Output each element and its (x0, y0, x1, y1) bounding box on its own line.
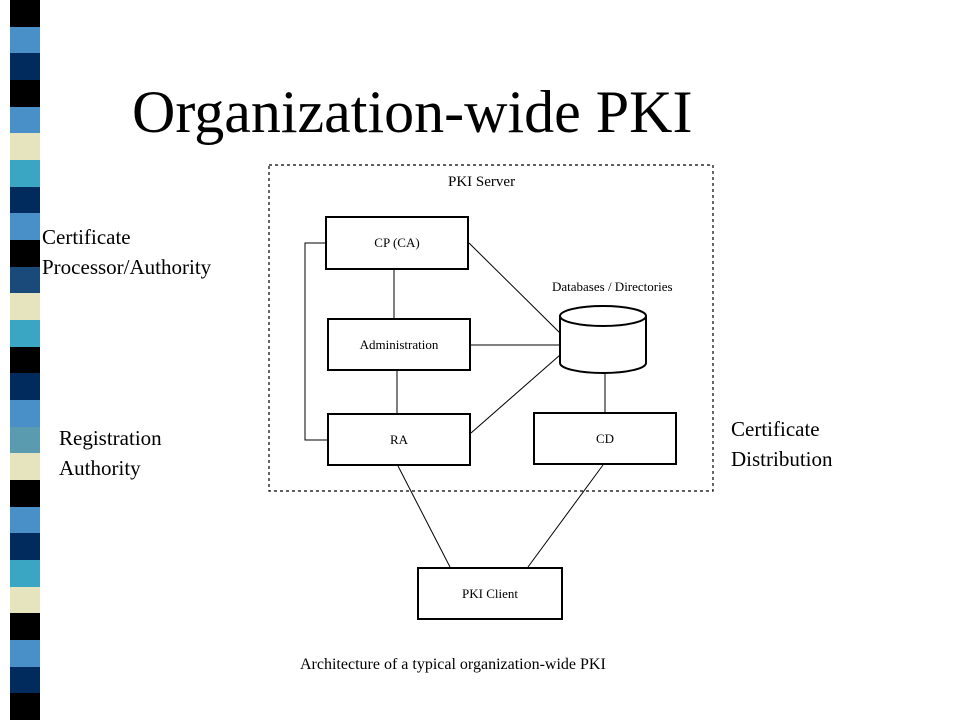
stripe-block (10, 586, 40, 614)
stripe-block (10, 613, 40, 641)
stripe-block (10, 373, 40, 401)
database-cylinder-icon (559, 305, 647, 374)
connector-cp-ra-bracket (304, 242, 327, 441)
node-cd: CD (533, 412, 677, 465)
node-pki-client-label: PKI Client (462, 585, 518, 601)
stripe-block (10, 320, 40, 348)
stripe-block (10, 106, 40, 134)
stripe-block (10, 453, 40, 481)
stripe-block (10, 133, 40, 161)
stripe-block (10, 26, 40, 54)
stripe-block (10, 426, 40, 454)
node-pki-client: PKI Client (417, 567, 563, 620)
node-ra-label: RA (389, 431, 409, 447)
connector-ra-db (470, 354, 561, 434)
stripe-block (10, 400, 40, 428)
pki-server-boundary (268, 164, 714, 492)
label-certificate-distribution-line1: Certificate (731, 417, 820, 441)
stripe-block (10, 186, 40, 214)
label-certificate-processor-line1: Certificate (42, 225, 131, 249)
stripe-block (10, 506, 40, 534)
pki-server-label: PKI Server (448, 174, 516, 190)
stripe-block (10, 640, 40, 668)
label-certificate-distribution-line2: Distribution (731, 447, 833, 471)
label-certificate-distribution: Certificate Distribution (731, 414, 833, 474)
node-administration: Administration (327, 318, 471, 371)
stripe-block (10, 560, 40, 588)
node-cp-ca-label: CP (CA) (374, 235, 420, 250)
stripe-block (10, 80, 40, 108)
node-administration-label: Administration (359, 336, 439, 352)
stripe-block (10, 160, 40, 188)
connector-ra-client (397, 465, 451, 568)
stripe-block (10, 666, 40, 694)
stripe-block (10, 693, 40, 720)
label-certificate-processor: Certificate Processor/Authority (42, 222, 211, 282)
connector-cd-client (527, 464, 604, 568)
stripe-block (10, 213, 40, 241)
stripe-block (10, 53, 40, 81)
connector-cp-db (468, 242, 561, 334)
stripe-block (10, 0, 40, 28)
stripe-block (10, 480, 40, 508)
label-registration-authority-line1: Registration (59, 426, 162, 450)
slide-title: Organization-wide PKI (132, 79, 693, 145)
stripe-block (10, 533, 40, 561)
stripe-block (10, 266, 40, 294)
database-label: Databases / Directories (552, 279, 673, 294)
label-registration-authority-line2: Authority (59, 456, 141, 480)
label-certificate-processor-line2: Processor/Authority (42, 255, 212, 279)
decorative-stripe (10, 0, 40, 720)
stripe-block (10, 346, 40, 374)
node-cd-label: CD (595, 430, 615, 446)
label-registration-authority: Registration Authority (59, 423, 162, 483)
stripe-block (10, 240, 40, 268)
node-ra: RA (327, 413, 471, 466)
stripe-block (10, 293, 40, 321)
node-cp-ca: CP (CA) (325, 216, 469, 270)
diagram-caption: Architecture of a typical organization-w… (300, 656, 606, 673)
